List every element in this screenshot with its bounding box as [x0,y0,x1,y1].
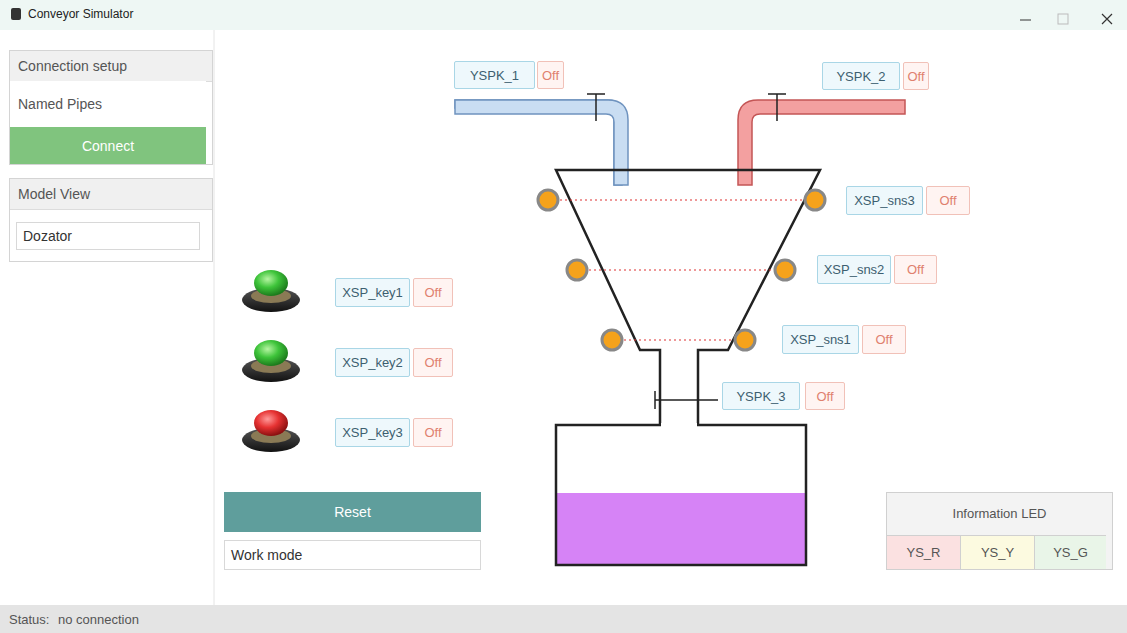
signal-name: XSP_sns1 [782,325,859,354]
signal-state: Off [537,61,564,89]
connect-button: Connect [10,127,206,164]
label-text: Off [939,193,956,208]
label-text: YS_Y [981,545,1014,560]
inlet-pipe-red [738,100,905,185]
label-text: Off [907,69,924,84]
status-bar [0,605,1127,633]
label-text: XSP_key2 [342,355,403,370]
label-text: XSP_sns3 [854,193,915,208]
label-text: Reset [334,504,371,520]
label-text: YSPK_2 [836,69,885,84]
label-text: Off [424,425,441,440]
valve-symbol [655,391,718,409]
title-bar [0,0,1127,30]
tank-opening [661,423,697,427]
valve-symbol [587,94,605,121]
label-text: Off [424,285,441,300]
status-value: no connection [58,612,139,627]
label-text: Dozator [23,228,72,244]
label-text: Off [907,262,924,277]
close-icon [1102,14,1112,24]
sidebar-divider [214,30,215,605]
label-text: Named Pipes [18,96,102,112]
signal-name: XSP_key3 [335,418,410,447]
label-text: Connect [82,138,134,154]
connection-type: Named Pipes [10,81,206,127]
signal-name: XSP_sns3 [846,186,923,215]
window-title: Conveyor Simulator [28,7,133,21]
label-text: Connection setup [10,51,212,82]
model-dropdown: Dozator [16,222,200,250]
label-text: YS_G [1053,545,1088,560]
sensor-beam [560,199,803,200]
signal-name: YSPK_3 [722,382,800,410]
label-text: YS_R [907,545,941,560]
push-button [242,340,300,382]
app-icon [11,8,21,20]
tank-liquid [557,493,805,564]
hopper-and-tank [556,170,820,565]
label-text: Work mode [231,547,302,563]
mode-dropdown: Work mode [224,540,481,570]
label-text: XSP_key3 [342,425,403,440]
sidebar-panel: Model ViewDozator [9,178,213,262]
signal-state: Off [413,418,453,447]
sidebar-panel: Connection setupNamed PipesConnect [9,50,213,165]
label-text: Off [875,332,892,347]
sensor-beam [624,339,733,340]
label-text: YSPK_1 [470,68,519,83]
inlet-pipe-blue [455,100,628,185]
signal-name: XSP_key2 [335,348,410,377]
led-cell: YS_R [887,535,960,569]
label-text: Off [542,68,559,83]
signal-state: Off [413,348,453,377]
led-panel: Information LED YS_R YS_Y YS_G [886,492,1113,570]
signal-state: Off [903,62,929,90]
led-cell: YS_Y [960,535,1034,569]
signal-name: XSP_sns2 [817,255,891,284]
signal-state: Off [805,382,845,410]
label-text: XSP_sns2 [824,262,885,277]
status-label: Status: [9,612,49,627]
label-text: Model View [10,179,212,210]
maximize-icon [1058,14,1068,24]
led-cell: YS_G [1034,535,1106,569]
push-button [242,410,300,452]
label-text: YSPK_3 [736,389,785,404]
signal-state: Off [894,255,937,284]
reset-button: Reset [224,492,481,532]
valve-symbol [768,94,786,121]
sensor-beam [589,269,773,270]
signal-name: YSPK_1 [454,61,535,89]
minimize-icon [1020,20,1031,21]
label-text: Off [424,355,441,370]
signal-state: Off [926,186,970,215]
label-text: XSP_key1 [342,285,403,300]
label-text: XSP_sns1 [790,332,851,347]
signal-name: XSP_key1 [335,278,410,307]
signal-name: YSPK_2 [822,62,900,90]
signal-state: Off [413,278,453,307]
push-button [242,270,300,312]
label-text: Information LED [887,493,1112,521]
label-text: Off [816,389,833,404]
signal-state: Off [862,325,906,354]
